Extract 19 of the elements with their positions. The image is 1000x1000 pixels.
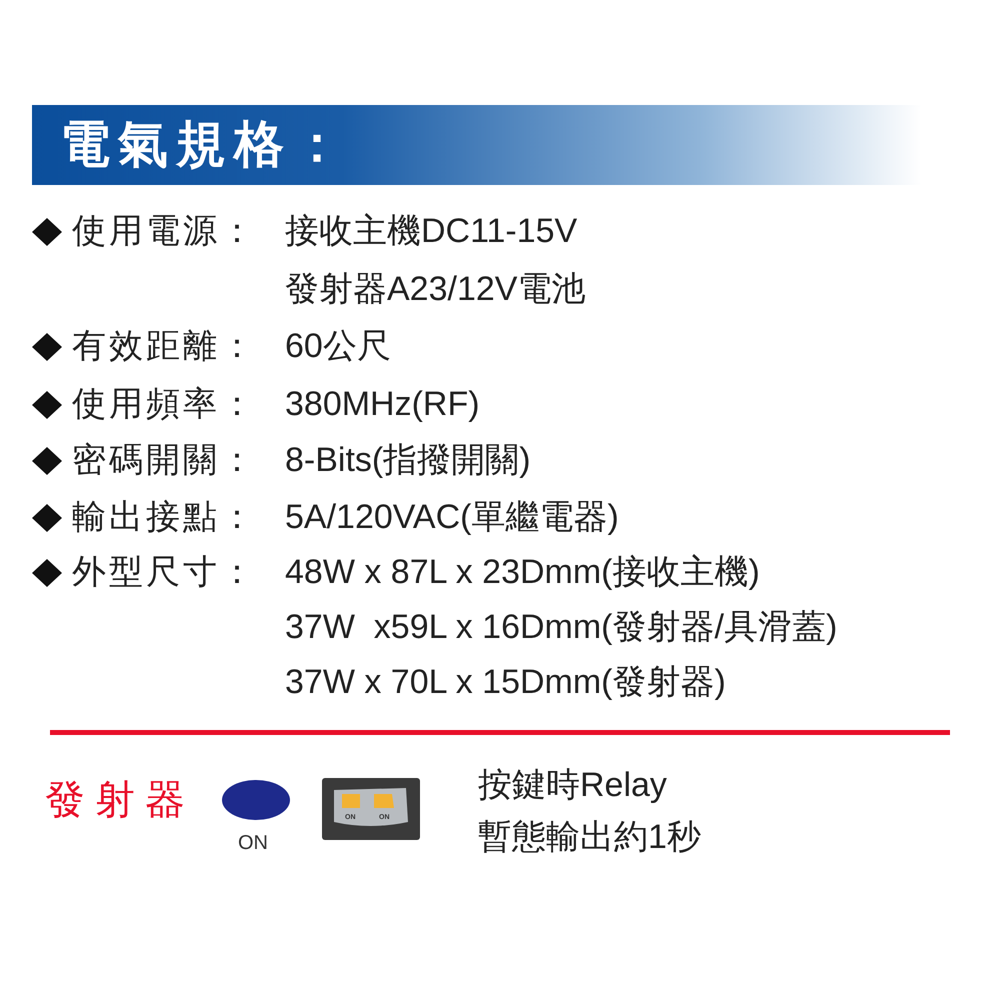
spec-value: 8-Bits(指撥開關) [285,443,531,477]
spec-label: 使用頻率： [72,387,257,421]
section-label: 發射器 [45,780,195,820]
button-caption: ON [238,833,268,853]
spec-value: 暫態輸出約1秒 [478,820,701,854]
spec-value: 發射器A23/12V電池 [285,272,586,306]
spec-value: 接收主機DC11-15V [285,214,578,248]
spec-label: 外型尺寸： [72,555,257,589]
spec-label: 使用電源： [72,214,257,248]
spec-value: 按鍵時Relay [478,768,667,802]
spec-label: 輸出接點： [72,500,257,534]
spec-value: 5A/120VAC(單繼電器) [285,500,619,534]
spec-value: 60公尺 [285,329,391,363]
spec-label: 有效距離： [72,329,257,363]
spec-value: 48W x 87L x 23Dmm(接收主機) [285,555,760,589]
spec-label: 密碼開關： [72,443,257,477]
spec-value: 380MHz(RF) [285,387,480,421]
spec-value: 37W x59L x 16Dmm(發射器/具滑蓋) [285,610,838,644]
spec-value: 37W x 70L x 15Dmm(發射器) [285,665,726,699]
